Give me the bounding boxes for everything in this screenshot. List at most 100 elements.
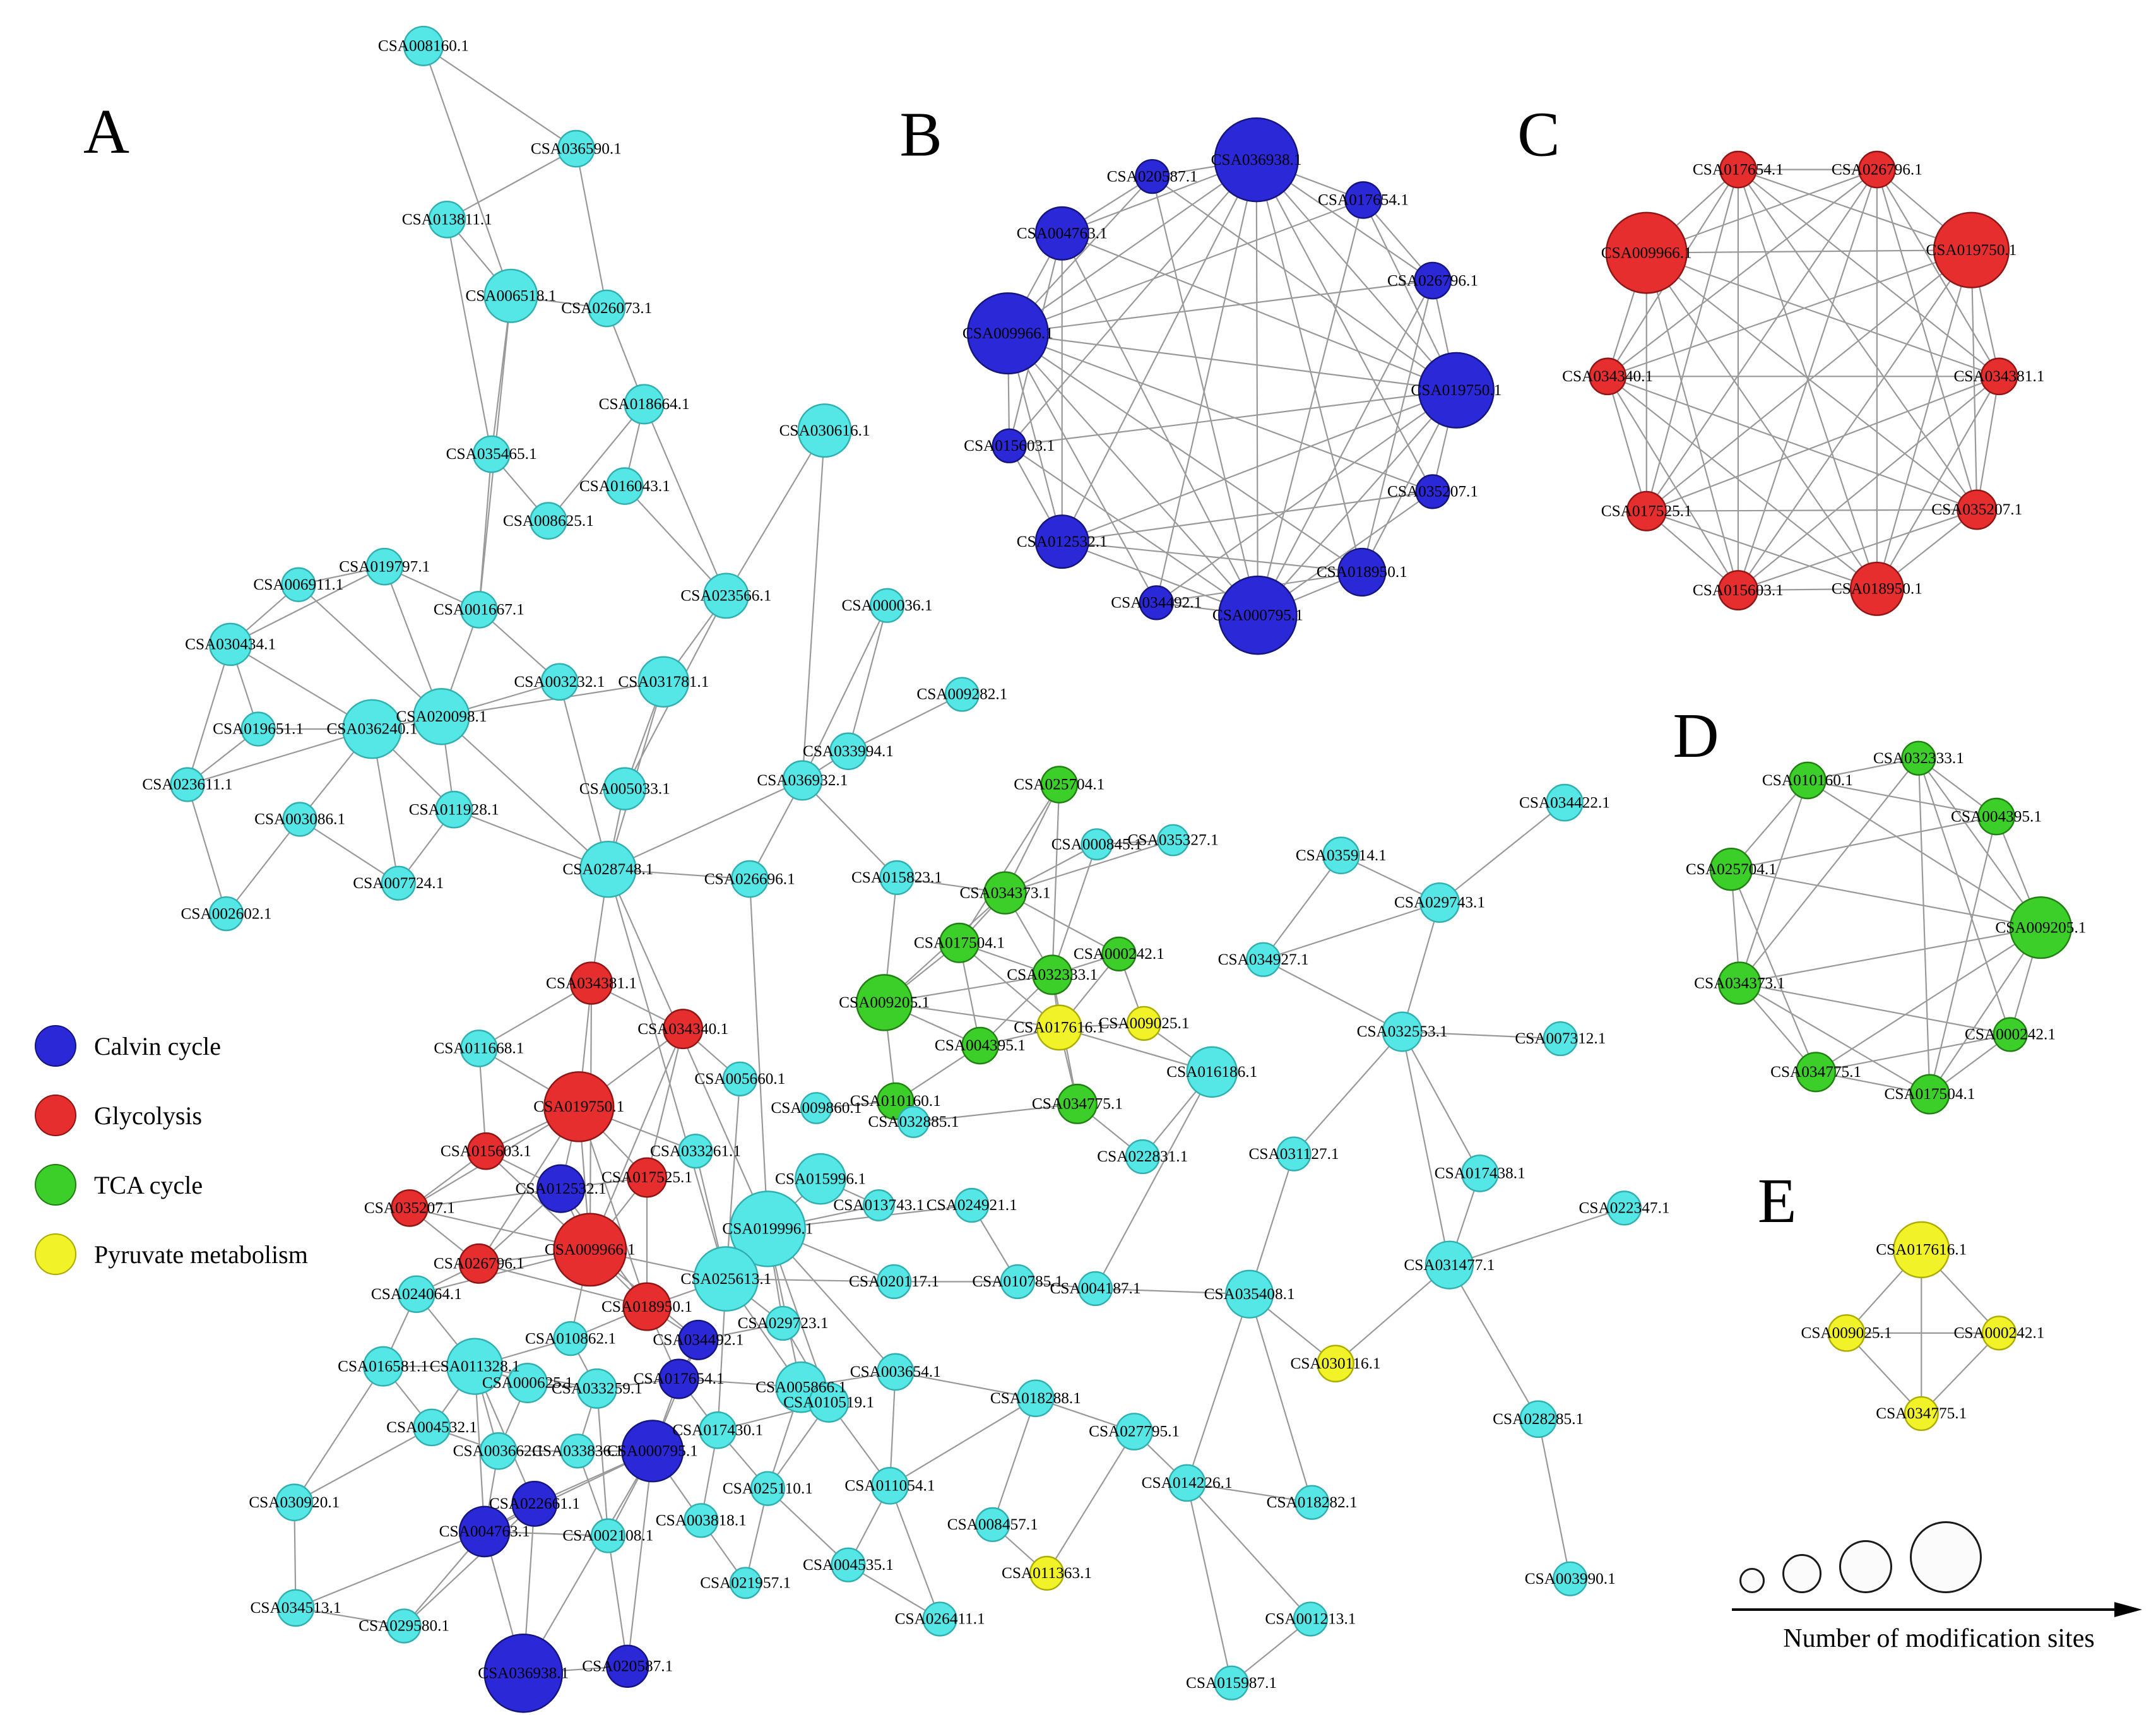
node-CSA028285.1 bbox=[1519, 1400, 1557, 1439]
edges-B bbox=[1007, 159, 1457, 616]
size-legend-circle bbox=[1739, 1568, 1765, 1593]
edge bbox=[1062, 389, 1457, 543]
node-CSA017616.1 bbox=[1036, 1004, 1082, 1051]
node-label: CSA020117.1 bbox=[849, 1273, 939, 1290]
node-CSA026411.1 bbox=[922, 1601, 957, 1637]
node-label: CSA003086.1 bbox=[254, 810, 345, 828]
edge bbox=[1921, 1332, 2000, 1415]
edge bbox=[1607, 376, 1878, 590]
edge bbox=[1646, 249, 1972, 512]
node-label: CSA015823.1 bbox=[851, 869, 942, 886]
node-label: CSA016581.1 bbox=[338, 1357, 429, 1375]
node-CSA016581.1 bbox=[363, 1346, 404, 1387]
node-CSA020587.1 bbox=[606, 1644, 649, 1688]
node-label: CSA034492.1 bbox=[653, 1331, 743, 1349]
node-CSA020098.1 bbox=[413, 688, 470, 745]
node-CSA017654.1 bbox=[658, 1358, 699, 1399]
edge bbox=[1009, 389, 1457, 447]
node-CSA020587.1 bbox=[1135, 158, 1170, 194]
node-label: CSA036240.1 bbox=[326, 720, 417, 738]
panel-letter-E: E bbox=[1758, 1165, 1797, 1236]
edge bbox=[1607, 249, 1972, 377]
edge bbox=[1738, 376, 2000, 591]
node-label: CSA024921.1 bbox=[927, 1196, 1017, 1214]
node-CSA009205.1 bbox=[2009, 896, 2073, 959]
node-CSA015987.1 bbox=[1214, 1665, 1249, 1700]
node-CSA034373.1 bbox=[1717, 961, 1762, 1005]
edge bbox=[1646, 376, 1999, 512]
size-legend-circle bbox=[1839, 1540, 1892, 1593]
edge bbox=[913, 1103, 1078, 1123]
edge bbox=[1607, 376, 1977, 511]
node-label: CSA009966.1 bbox=[1601, 244, 1692, 261]
node-CSA018664.1 bbox=[624, 384, 665, 425]
node-label: CSA030116.1 bbox=[1291, 1355, 1381, 1372]
edge bbox=[1007, 333, 1259, 616]
node-CSA014226.1 bbox=[1168, 1464, 1206, 1502]
node-CSA011328.1 bbox=[446, 1338, 504, 1395]
node-CSA026796.1 bbox=[1858, 150, 1896, 189]
node-label: CSA000845.1 bbox=[1051, 835, 1142, 853]
node-CSA007724.1 bbox=[381, 865, 416, 901]
node-CSA011363.1 bbox=[1029, 1555, 1065, 1591]
edge bbox=[1009, 159, 1257, 447]
node-CSA036938.1 bbox=[483, 1633, 564, 1713]
node-label: CSA004763.1 bbox=[439, 1522, 530, 1540]
node-label: CSA011328.1 bbox=[430, 1357, 520, 1375]
panel-B: CSA020587.1CSA036938.1CSA017654.1CSA0047… bbox=[899, 99, 1502, 655]
node-label: CSA032553.1 bbox=[1357, 1023, 1448, 1040]
legend-label: Pyruvate metabolism bbox=[94, 1240, 308, 1269]
node-CSA000242.1 bbox=[1101, 936, 1137, 971]
node-label: CSA018950.1 bbox=[1317, 563, 1407, 581]
edge bbox=[186, 644, 232, 785]
edge bbox=[299, 819, 399, 884]
node-CSA033259.1 bbox=[576, 1368, 617, 1409]
edge bbox=[889, 1398, 1036, 1487]
node-CSA034422.1 bbox=[1546, 783, 1584, 822]
edge bbox=[187, 728, 372, 786]
node-CSA031781.1 bbox=[637, 656, 690, 708]
edge bbox=[1739, 927, 2041, 984]
node-label: CSA018950.1 bbox=[601, 1298, 692, 1315]
edge bbox=[884, 1002, 1060, 1029]
node-label: CSA009205.1 bbox=[1995, 918, 2086, 936]
edge bbox=[848, 694, 962, 752]
node-CSA022347.1 bbox=[1606, 1190, 1642, 1226]
node-CSA034381.1 bbox=[1980, 357, 2018, 396]
edge bbox=[847, 605, 888, 752]
node-CSA002602.1 bbox=[208, 896, 244, 932]
legend-item-tca-cycle: TCA cycle bbox=[35, 1164, 308, 1206]
edge bbox=[478, 454, 492, 610]
node-label: CSA033261.1 bbox=[650, 1142, 741, 1160]
edge bbox=[1186, 1482, 1312, 1620]
edge bbox=[1007, 333, 1158, 603]
size-legend-circles bbox=[1731, 1515, 2147, 1593]
node-CSA008160.1 bbox=[403, 25, 444, 66]
node-label: CSA017616.1 bbox=[1876, 1241, 1967, 1259]
edge bbox=[293, 1427, 432, 1504]
edge bbox=[607, 1535, 629, 1666]
legend-item-calvin-cycle: Calvin cycle bbox=[35, 1025, 308, 1067]
node-CSA017654.1 bbox=[1344, 181, 1382, 219]
node-CSA018950.1 bbox=[622, 1282, 672, 1331]
edge bbox=[1646, 249, 1972, 254]
node-label: CSA013743.1 bbox=[833, 1196, 924, 1214]
node-CSA008625.1 bbox=[530, 502, 567, 540]
node-CSA035465.1 bbox=[472, 435, 511, 473]
node-label: CSA008457.1 bbox=[947, 1516, 1038, 1533]
edge bbox=[230, 566, 385, 645]
edge bbox=[1262, 855, 1342, 960]
node-label: CSA005660.1 bbox=[694, 1070, 785, 1088]
node-CSA035207.1 bbox=[1957, 489, 1998, 530]
edge bbox=[1537, 1419, 1571, 1579]
edge bbox=[1448, 1264, 1539, 1420]
node-CSA035914.1 bbox=[1322, 836, 1360, 875]
node-label: CSA004395.1 bbox=[1951, 807, 2042, 825]
edge bbox=[293, 1366, 384, 1503]
node-label: CSA010862.1 bbox=[525, 1329, 616, 1347]
node-CSA019750.1 bbox=[1418, 352, 1495, 429]
node-label: CSA030616.1 bbox=[779, 422, 870, 439]
node-label: CSA026411.1 bbox=[895, 1610, 985, 1628]
edge bbox=[1607, 169, 1878, 377]
